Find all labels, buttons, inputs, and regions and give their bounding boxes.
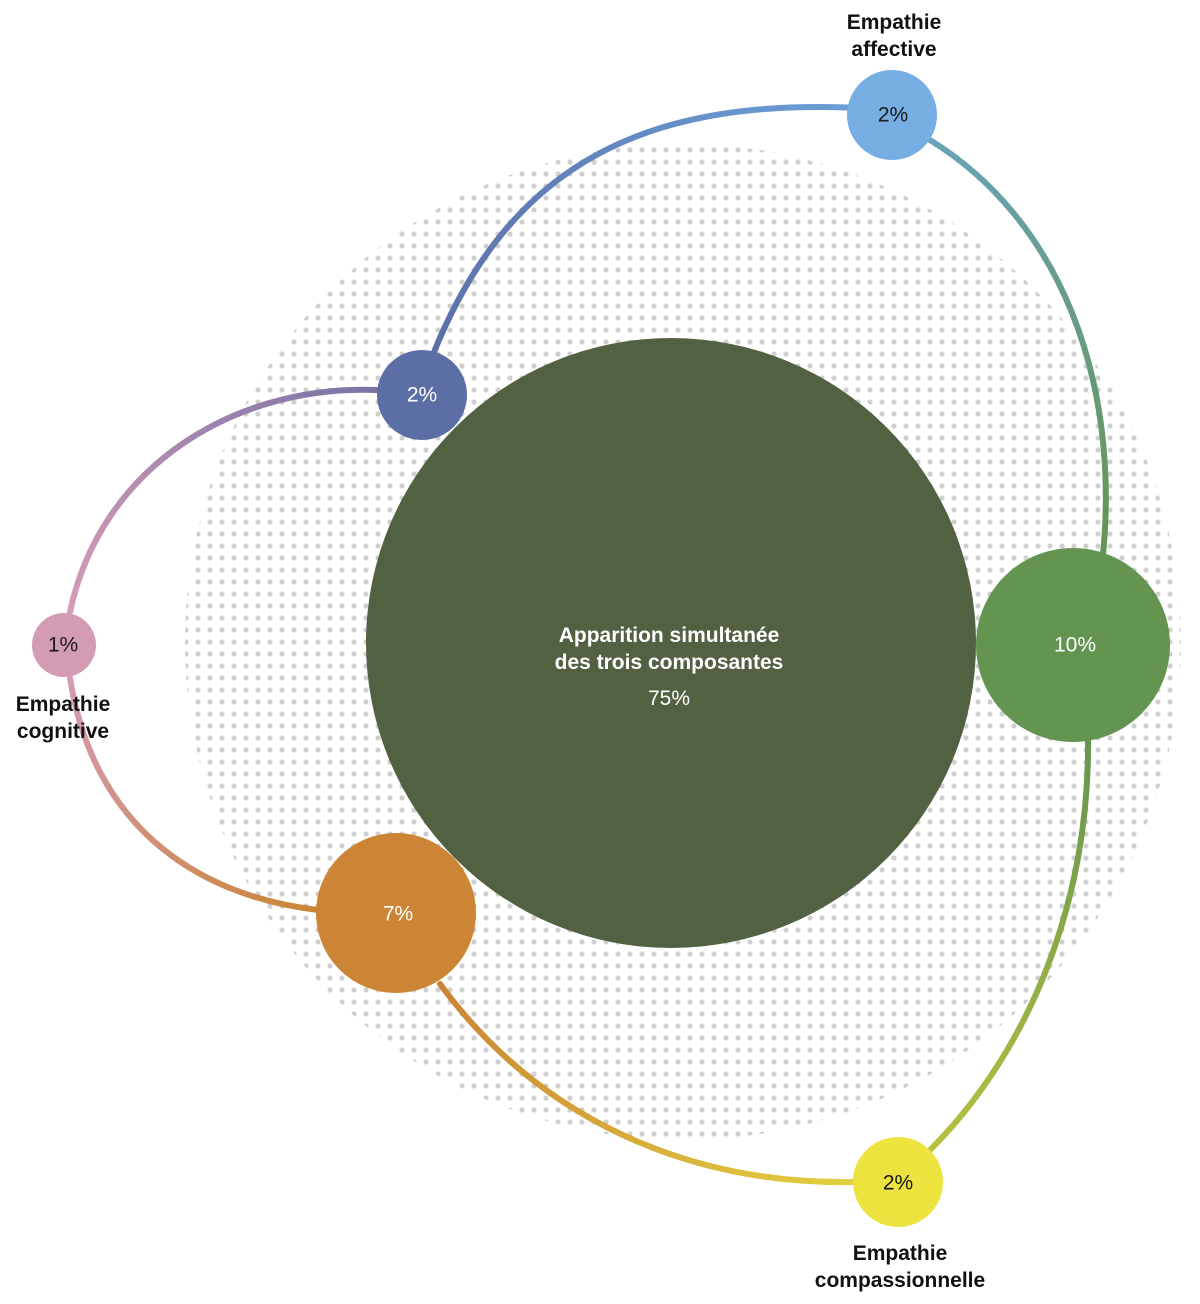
label-cognitive-line2: cognitive (17, 720, 109, 743)
node-affective-value: 2% (878, 104, 908, 127)
center-title-line1: Apparition simultanée (559, 624, 780, 647)
center-title-line2: des trois composantes (555, 651, 784, 674)
arc-affective-to-affective-compassionate (927, 137, 1109, 558)
center-circle (366, 338, 976, 948)
node-cognitive (32, 613, 96, 677)
node-affective-compassionate-value: 10% (1054, 634, 1096, 657)
arc-cognitive-to-cognitive-compassionate (67, 675, 321, 913)
node-affective (847, 70, 937, 160)
label-affective-line1: Empathie (847, 11, 942, 34)
node-cognitive-affective (377, 350, 467, 440)
center-value: 75% (648, 687, 690, 710)
label-compassionate-line1: Empathie (853, 1242, 948, 1265)
arc-cognitive-compassionate-to-compassionate (437, 981, 858, 1186)
arc-affective-compassionate-to-compassionate (927, 735, 1092, 1153)
arc-cognitive-affective-to-affective (429, 104, 863, 360)
label-cognitive-line1: Empathie (16, 693, 111, 716)
label-affective-line2: affective (851, 38, 936, 61)
node-compassionate-value: 2% (883, 1172, 913, 1195)
node-cognitive-affective-value: 2% (407, 384, 437, 407)
node-cognitive-compassionate (316, 833, 476, 993)
arc-cognitive-affective-to-cognitive (67, 386, 379, 615)
node-cognitive-compassionate-value: 7% (383, 903, 413, 926)
node-affective-compassionate (976, 548, 1170, 742)
node-compassionate (853, 1137, 943, 1227)
label-compassionate-line2: compassionnelle (815, 1269, 985, 1292)
node-cognitive-value: 1% (48, 634, 78, 657)
